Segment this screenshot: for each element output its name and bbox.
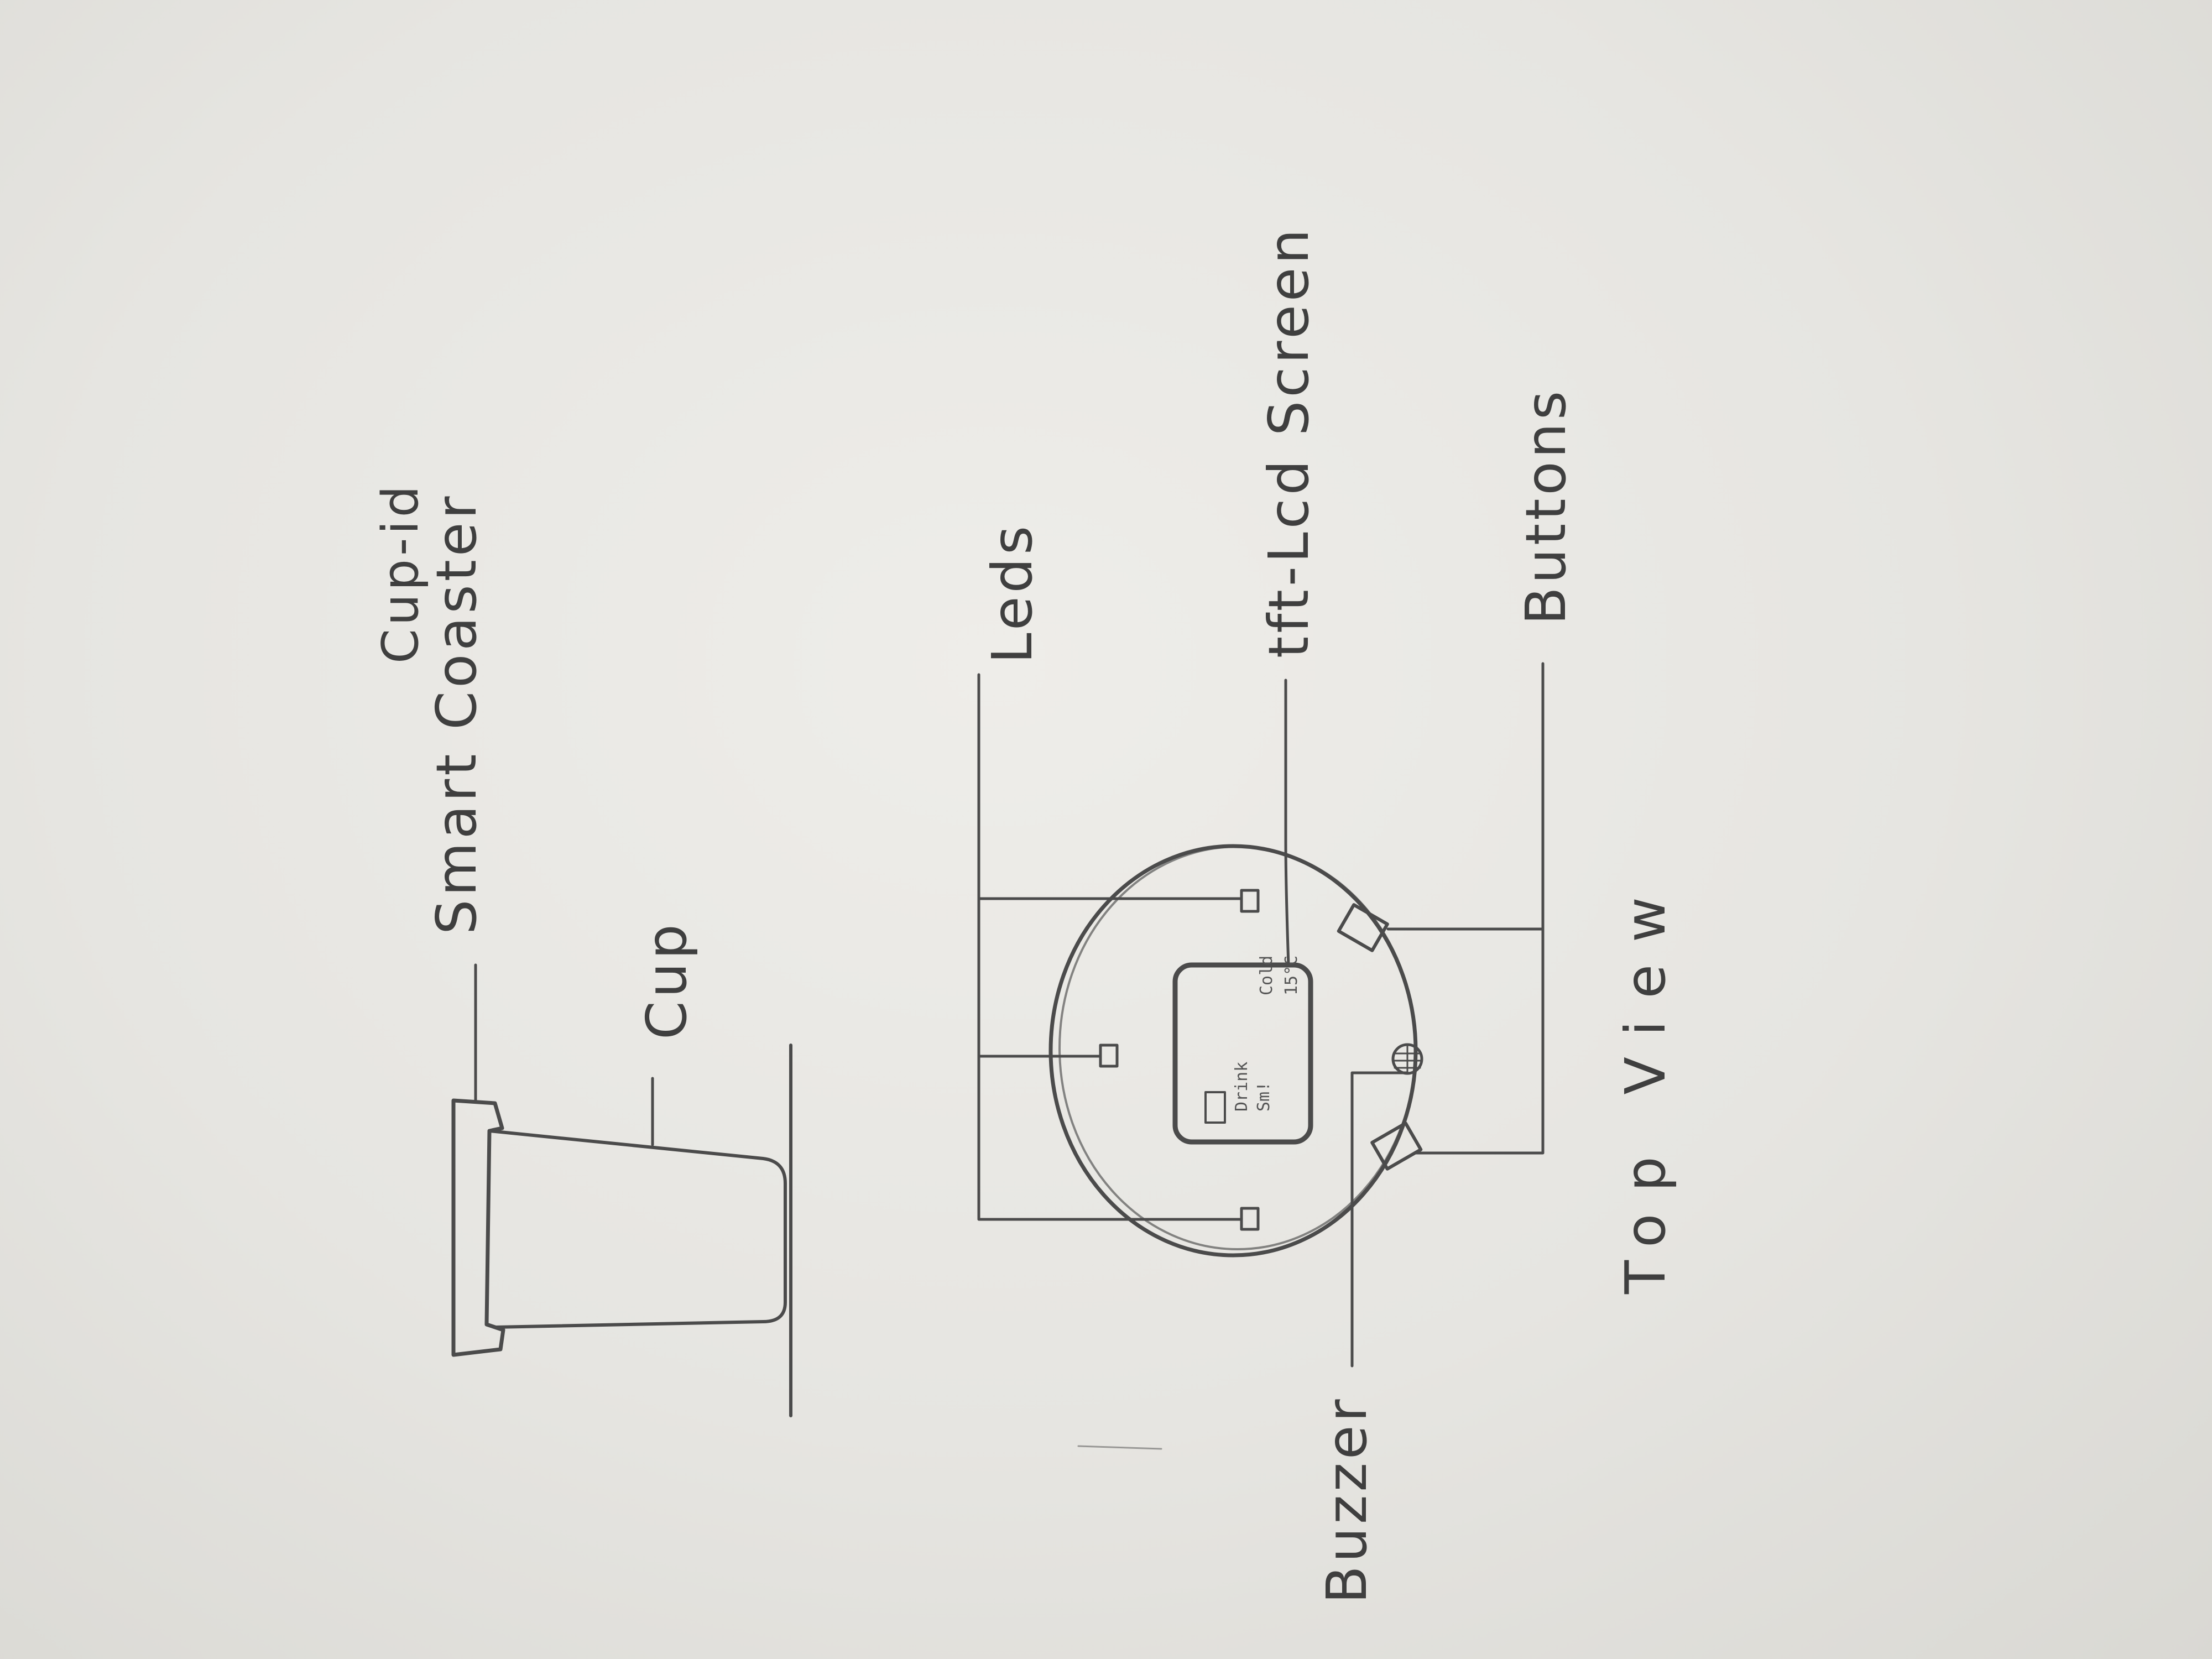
smart-coaster-side — [453, 1100, 503, 1355]
top-view: Cold 15°C Drink Sm! — [979, 664, 1543, 1366]
buzzer-leader — [1352, 1073, 1407, 1366]
lcd-screen-scribble: 15°C — [1282, 956, 1301, 995]
buzzer-label: Buzzer — [1314, 1396, 1379, 1604]
led — [1241, 890, 1258, 911]
lcd-screen-icon — [1206, 1092, 1225, 1123]
led — [1241, 1208, 1258, 1229]
cup-label: Cup — [634, 921, 699, 1040]
lcd-leader — [1286, 680, 1288, 965]
led — [1100, 1045, 1117, 1066]
buttons-leader — [1388, 664, 1543, 1153]
cupid-label: Cup-id — [372, 482, 430, 664]
side-view — [453, 965, 791, 1416]
lcd-screen-scribble: Cold — [1257, 956, 1276, 995]
cup-side — [489, 1131, 785, 1327]
lcd-screen-scribble: Sm! — [1254, 1082, 1274, 1112]
stray-pencil-mark — [1078, 1446, 1161, 1449]
leds-label: Leds — [980, 523, 1045, 664]
lcd-screen-scribble: Drink — [1232, 1062, 1251, 1112]
smart-coaster-label: Smart Coaster — [424, 493, 489, 935]
top-view-label: Top View — [1613, 875, 1678, 1295]
tft-lcd-label: tft-Lcd Screen — [1256, 226, 1321, 658]
buttons-label: Buttons — [1514, 388, 1578, 625]
